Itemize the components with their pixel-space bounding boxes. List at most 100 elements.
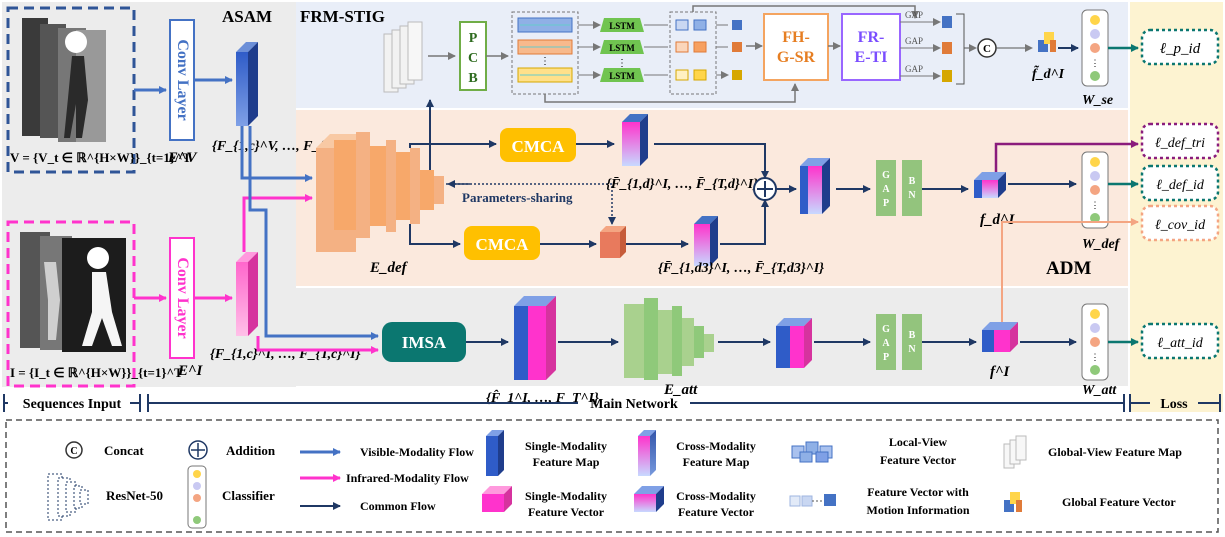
- legend-resnet-icon: [47, 473, 89, 521]
- infrared-input-equation: I = {I_t ∈ ℝ^{H×W}}_{t=1}^T: [10, 365, 183, 380]
- cmca-top-box: [500, 128, 576, 162]
- fused-def-map: [800, 158, 830, 214]
- fr-eti-line2: E-TI: [855, 49, 888, 66]
- svg-text:A: A: [882, 184, 890, 195]
- addition-plus: [757, 181, 773, 197]
- loss-label: Loss: [1160, 397, 1188, 412]
- gap-bn-def: G A P B N: [876, 160, 922, 216]
- classifier-wdef: ⋮: [1081, 151, 1109, 229]
- fh-gsr-box: [763, 13, 829, 81]
- params-sharing-arrow: [446, 183, 616, 225]
- loss-att-id-box: [1140, 322, 1220, 360]
- loss-def-id: ℓ_def_id: [1156, 178, 1205, 193]
- lstm-1: LSTM: [600, 18, 644, 32]
- att-fused-map: [776, 318, 812, 368]
- params-sharing-label: Parameters-sharing: [462, 190, 573, 205]
- legend-motion-2: Motion Information: [867, 503, 970, 517]
- loss-p-id: ℓ_p_id: [1160, 41, 1201, 57]
- classifier-watt: ⋮: [1081, 303, 1109, 381]
- F-def-sequence: {F̄_{1,d}^I, …, F̄_{T,d}^I}: [606, 177, 758, 192]
- legend-single-vec-2: Feature Vector: [528, 505, 605, 519]
- lstm-column: [578, 21, 601, 79]
- visible-face-blur: [65, 31, 87, 53]
- legend-cross-vec-1: Cross-Modality: [676, 489, 756, 503]
- loss-p-id-box: [1140, 28, 1220, 66]
- e-att-encoder: [624, 298, 714, 380]
- cmca-bottom-label: CMCA: [476, 235, 530, 254]
- legend-single-map-2: Feature Map: [533, 455, 600, 469]
- def-bottom-cube: [540, 226, 689, 258]
- cmca-top-label: CMCA: [512, 137, 566, 156]
- F-hat-sequence: {F̂_1^I, …, F_T^I}: [486, 389, 599, 406]
- E-V-label: E^V: [167, 150, 199, 166]
- legend-single-vec-1: Single-Modality: [525, 489, 607, 503]
- svg-text:G: G: [882, 324, 890, 335]
- f-tilde-label: f̃_d^I: [1032, 64, 1065, 82]
- imsa-box: [382, 322, 466, 362]
- legend-cross-vec-2: Feature Vector: [678, 505, 755, 519]
- legend: C Concat Addition ResNet-50 Classifier V…: [5, 419, 1219, 533]
- svg-text:LSTM: LSTM: [609, 21, 635, 31]
- visible-conv-layer: Conv Layer E^V: [167, 19, 199, 166]
- fh-gsr-line2: G-SR: [777, 49, 816, 66]
- svg-text:P: P: [883, 198, 889, 209]
- f-d-label: f_d^I: [980, 212, 1016, 228]
- W-def-label: W_def: [1082, 237, 1121, 252]
- pcb-box: [459, 21, 487, 91]
- fr-eti-box: [841, 13, 901, 81]
- pcb-letter-p: P: [469, 31, 478, 46]
- legend-global-vec-icon: [1004, 492, 1022, 512]
- visible-conv-label: Conv Layer: [174, 39, 191, 120]
- edef-to-cmca-bottom: [409, 224, 461, 248]
- fd-to-tri-loss: [994, 140, 1139, 172]
- section-bar: [3, 394, 1221, 412]
- infrared-input-frame: [6, 220, 136, 388]
- imsa-feature-map: [514, 296, 556, 380]
- loss-cov-id: ℓ_cov_id: [1155, 218, 1206, 233]
- legend-single-map-1: Single-Modality: [525, 439, 607, 453]
- concat-symbol-letter: C: [983, 43, 991, 55]
- gap-label-2: GAP: [905, 36, 923, 46]
- legend-local-view-2: Feature Vector: [880, 453, 957, 467]
- loss-arrows: [1108, 44, 1139, 346]
- gap-output-cubes: [942, 13, 977, 85]
- legend-single-map-icon: [486, 430, 504, 476]
- pcb-letter-c: C: [468, 51, 478, 66]
- f-att-label: f^I: [990, 364, 1011, 380]
- global-view-maps: [383, 21, 423, 93]
- f-att-vector: [982, 322, 1018, 352]
- loss-def-tri-box: [1140, 122, 1220, 160]
- legend-motion-1: Feature Vector with: [867, 485, 969, 499]
- E-I-label: E^I: [177, 363, 204, 379]
- infrared-feature-map: [236, 252, 258, 336]
- svg-text:N: N: [908, 344, 916, 355]
- motion-output-cubes: [716, 20, 742, 80]
- E-att-label: E_att: [663, 382, 698, 398]
- legend-local-view-1: Local-View: [889, 435, 948, 449]
- gap-label-3: GAP: [905, 64, 923, 74]
- infrared-person-2: [44, 262, 60, 340]
- legend-cross-map-1: Cross-Modality: [676, 439, 756, 453]
- sequences-input-label: Sequences Input: [23, 397, 122, 412]
- local-view-block: ⋮: [511, 11, 579, 95]
- fatt-to-cov-loss: [1001, 218, 1139, 322]
- pcb-letter-b: B: [468, 71, 477, 86]
- e-def-encoder: [316, 132, 444, 252]
- input-flows: [134, 76, 379, 354]
- def-top-map: [576, 114, 648, 166]
- infrared-person-silhouette: [82, 272, 122, 346]
- lstm-3: LSTM: [600, 68, 644, 82]
- legend-concat-letter: C: [70, 446, 77, 457]
- W-att-label: W_att: [1082, 383, 1117, 398]
- F-def3-sequence: {F̄_{1,d3}^I, …, F̄_{T,d3}^I}: [658, 261, 824, 276]
- def3-to-add: [720, 199, 769, 245]
- svg-text:⋮: ⋮: [1091, 352, 1100, 362]
- legend-concat-icon: [65, 441, 83, 459]
- infrared-conv-label: Conv Layer: [174, 257, 191, 338]
- legend-classifier-icon: [187, 465, 207, 529]
- fr-eti-line1: FR-: [858, 29, 885, 46]
- gap-label-1: GAP: [905, 10, 923, 20]
- legend-concat: Concat: [104, 443, 144, 458]
- visible-person-silhouette: [64, 56, 88, 138]
